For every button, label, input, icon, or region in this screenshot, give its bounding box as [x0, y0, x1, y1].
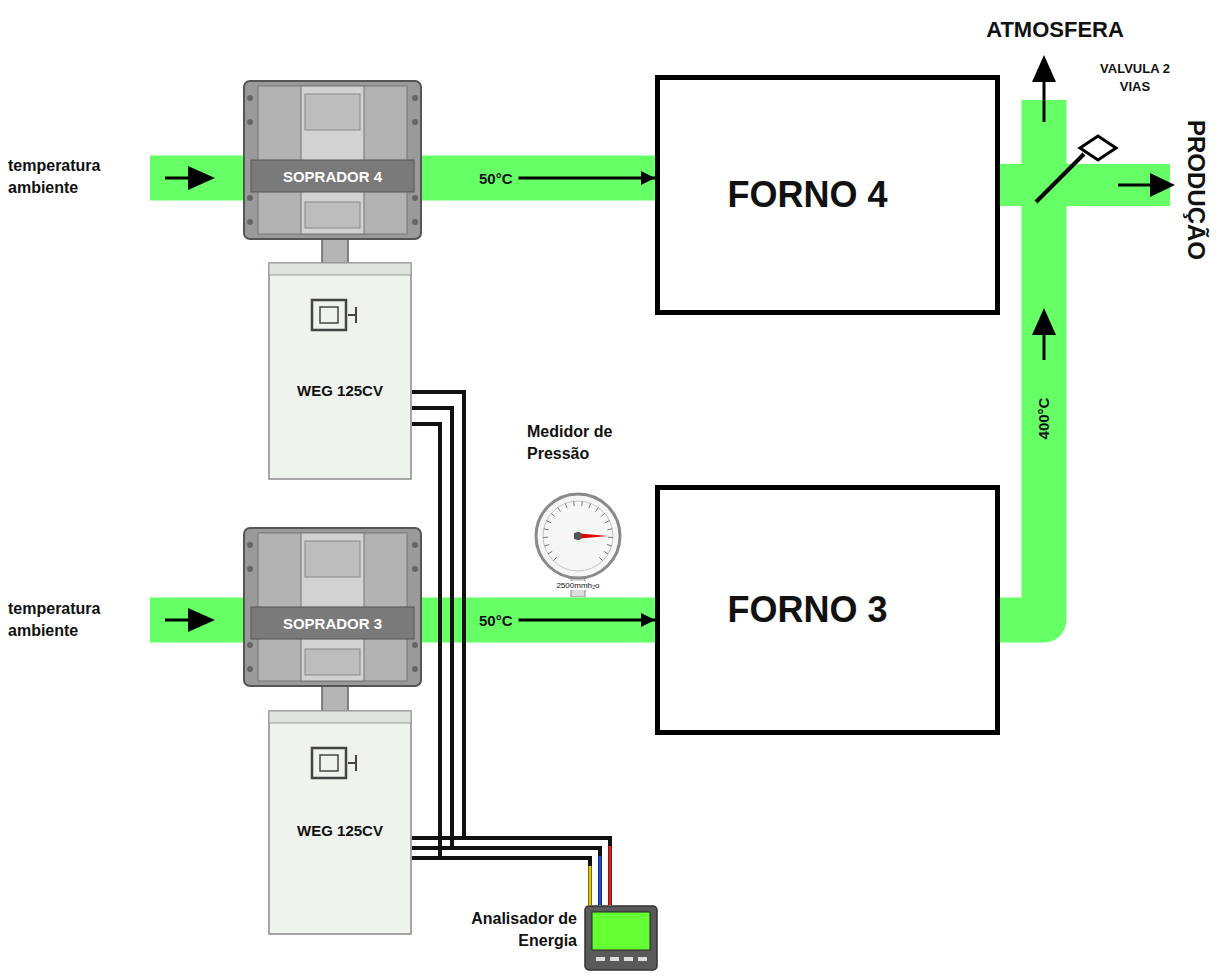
probe-lead	[599, 856, 602, 905]
cable-wire	[412, 838, 610, 905]
gauge-range: 2500mmh₂o	[554, 581, 601, 590]
gauge-node: Medidor de Pressão 2500mmh₂o	[515, 415, 655, 597]
valve-handle	[1080, 136, 1116, 160]
analyzer-node: Analisador de Energia	[445, 905, 660, 973]
pressure-gauge	[515, 415, 655, 597]
cable-wire	[412, 848, 600, 905]
text-slot: FORNO 3	[660, 490, 995, 730]
cable-wire	[412, 392, 610, 905]
motor-name: WEG 125CV	[297, 822, 383, 839]
temperature-label: 50°C	[477, 612, 515, 629]
flow-arrow	[1150, 173, 1175, 197]
flow-arrow	[165, 177, 192, 180]
valve-label: VALVULA 2 VIAS	[1092, 60, 1178, 95]
text-slot: SOPRADOR 3	[243, 607, 422, 639]
furnace-node: FORNO 3	[655, 485, 1000, 735]
text-slot: Medidor de Pressão	[527, 415, 655, 471]
cable-wire	[412, 408, 600, 905]
label-slot: ATMOSFERA	[965, 14, 1145, 46]
outlet-label: PRODUÇÃO	[1182, 120, 1210, 260]
blower-name: SOPRADOR 3	[283, 615, 382, 632]
pipe-body	[420, 156, 657, 201]
motor-node: WEG 125CV	[268, 262, 412, 480]
probe-lead	[589, 866, 592, 905]
label-slot: 50°C	[477, 165, 515, 191]
inlet-label: temperatura ambiente	[8, 155, 153, 198]
motor-body	[268, 262, 412, 480]
valve-flap	[1036, 154, 1084, 202]
temperature-label: 400°C	[1036, 395, 1053, 441]
blower-node: SOPRADOR 3	[243, 527, 422, 687]
power-cable	[412, 838, 610, 905]
furnace-name: FORNO 4	[727, 174, 887, 216]
label-slot: temperatura ambiente	[8, 595, 153, 645]
power-cable	[412, 392, 610, 905]
outlet-pipe	[995, 164, 1170, 206]
air-pipe	[420, 178, 657, 179]
shaft	[322, 238, 348, 264]
text-slot: WEG 125CV	[268, 375, 412, 405]
text-slot: SOPRADOR 4	[243, 160, 422, 192]
label-slot: temperatura ambiente	[8, 152, 153, 202]
flow-arrow	[519, 619, 655, 622]
text-slot: 2500mmh₂o	[533, 579, 623, 591]
text-slot: FORNO 4	[660, 80, 995, 310]
probe-lead	[609, 846, 612, 905]
cable-wire	[412, 858, 590, 905]
furnace-node: FORNO 4	[655, 75, 1000, 315]
blower-node: SOPRADOR 4	[243, 80, 422, 240]
blower-housing	[243, 527, 422, 687]
flow-arrow	[1043, 78, 1046, 122]
flow-arrow	[188, 608, 215, 632]
edge-group	[412, 178, 657, 905]
flow-arrow	[519, 177, 655, 180]
motor-node: WEG 125CV	[268, 710, 412, 935]
motor-name: WEG 125CV	[297, 382, 383, 399]
label-slot: 50°C	[477, 607, 515, 633]
text-slot: Analisador de Energia	[445, 899, 577, 961]
probe-lead	[609, 846, 612, 905]
temperature-label: 50°C	[477, 170, 515, 187]
flow-arrow	[1032, 55, 1056, 82]
analyzer-label: Analisador de Energia	[445, 908, 577, 953]
label-slot: VALVULA 2 VIAS	[1092, 58, 1178, 98]
inlet-label: temperatura ambiente	[8, 598, 153, 641]
furnace-name: FORNO 3	[727, 589, 887, 631]
outlet-label: ATMOSFERA	[986, 15, 1124, 45]
flow-arrow	[165, 619, 192, 622]
pipe-body	[420, 598, 657, 643]
flow-arrow	[1043, 332, 1046, 360]
text-slot: WEG 125CV	[268, 815, 412, 845]
flow-arrow	[1118, 184, 1152, 187]
probe-lead	[599, 856, 602, 905]
probe-lead	[589, 866, 592, 905]
gauge-title: Medidor de Pressão	[527, 421, 655, 466]
blower-housing	[243, 80, 422, 240]
air-pipe	[420, 620, 657, 621]
blower-name: SOPRADOR 4	[283, 168, 382, 185]
flow-arrow	[188, 166, 215, 190]
flow-arrow	[1032, 308, 1056, 335]
shaft	[322, 685, 348, 712]
